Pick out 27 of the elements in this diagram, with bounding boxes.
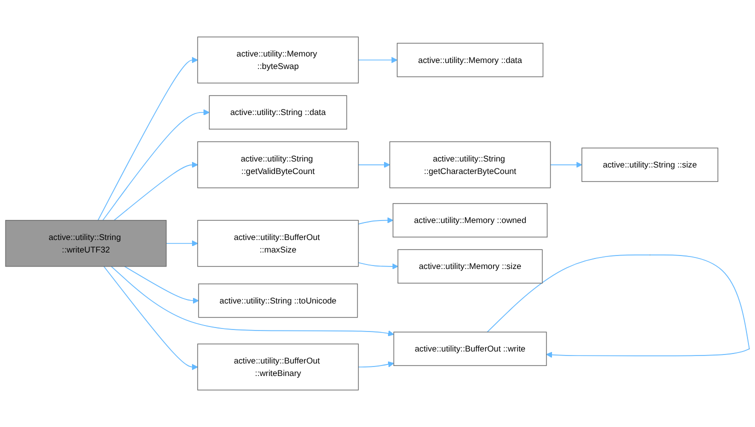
node-box: active::utility::String ::data [208, 95, 348, 130]
node-box: active::utility::BufferOut ::writeBinary [197, 344, 359, 390]
arrow [358, 217, 394, 224]
node-box: active::utility::String ::size [582, 148, 718, 182]
arrow [124, 266, 199, 304]
node-box: active::utility::Memory ::owned [392, 203, 548, 238]
arrow [114, 162, 198, 221]
arrow [358, 56, 398, 64]
node-box: active::utility::BufferOut ::write [393, 332, 547, 366]
arrow [358, 162, 390, 168]
arrow [486, 254, 750, 358]
node-box: active::utility::String ::getValidByteCount [197, 141, 359, 188]
arrow [103, 266, 198, 370]
arrow [550, 162, 582, 168]
arrow [358, 361, 394, 368]
arrow [358, 262, 398, 270]
arrow [98, 56, 198, 221]
node-box: active::utility::String ::toUnicode [198, 284, 358, 318]
arrow [166, 240, 198, 246]
node-box: active::utility::String ::getCharacterByteCount [389, 141, 551, 188]
node-box: active::utility::Memory ::data [396, 42, 544, 78]
node-box: active::utility::Memory ::size [398, 249, 543, 284]
node-box: active::utility::Memory ::byteSwap [197, 36, 359, 84]
node-box: active::utility::String ::writeUTF32 [5, 220, 167, 267]
node-box: active::utility::BufferOut ::maxSize [197, 220, 359, 267]
arrow [102, 109, 210, 221]
arrow [110, 266, 394, 336]
